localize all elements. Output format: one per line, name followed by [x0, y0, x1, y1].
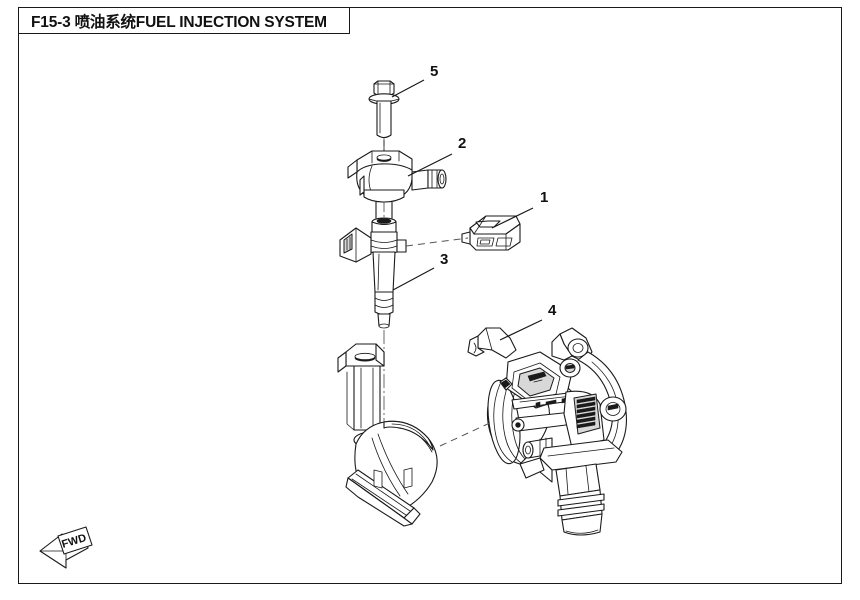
callout-5: 5 [391, 63, 438, 98]
assembly-relation-lines [405, 237, 493, 447]
part-intake-manifold-adapter [337, 343, 438, 527]
callout-number-5: 5 [430, 63, 438, 80]
part-flange-bolt [368, 80, 400, 153]
diagram-title-box: F15-3 喷油系统FUEL INJECTION SYSTEM [18, 7, 350, 34]
page-title: F15-3 喷油系统FUEL INJECTION SYSTEM [31, 13, 327, 31]
callout-number-3: 3 [440, 251, 448, 268]
callout-2: 2 [407, 135, 466, 177]
callout-1: 1 [491, 189, 548, 229]
part-throttle-body-assembly [467, 327, 627, 536]
callout-number-1: 1 [540, 189, 548, 206]
part-fuel-injector [339, 217, 407, 329]
callout-number-2: 2 [458, 135, 466, 152]
callout-3: 3 [392, 251, 448, 291]
fwd-orientation-marker: FWD [39, 526, 93, 569]
part-injector-retaining-clip [461, 215, 521, 251]
callout-4: 4 [499, 302, 557, 341]
callout-number-4: 4 [548, 302, 557, 319]
part-fuel-rail-connector [347, 150, 447, 219]
